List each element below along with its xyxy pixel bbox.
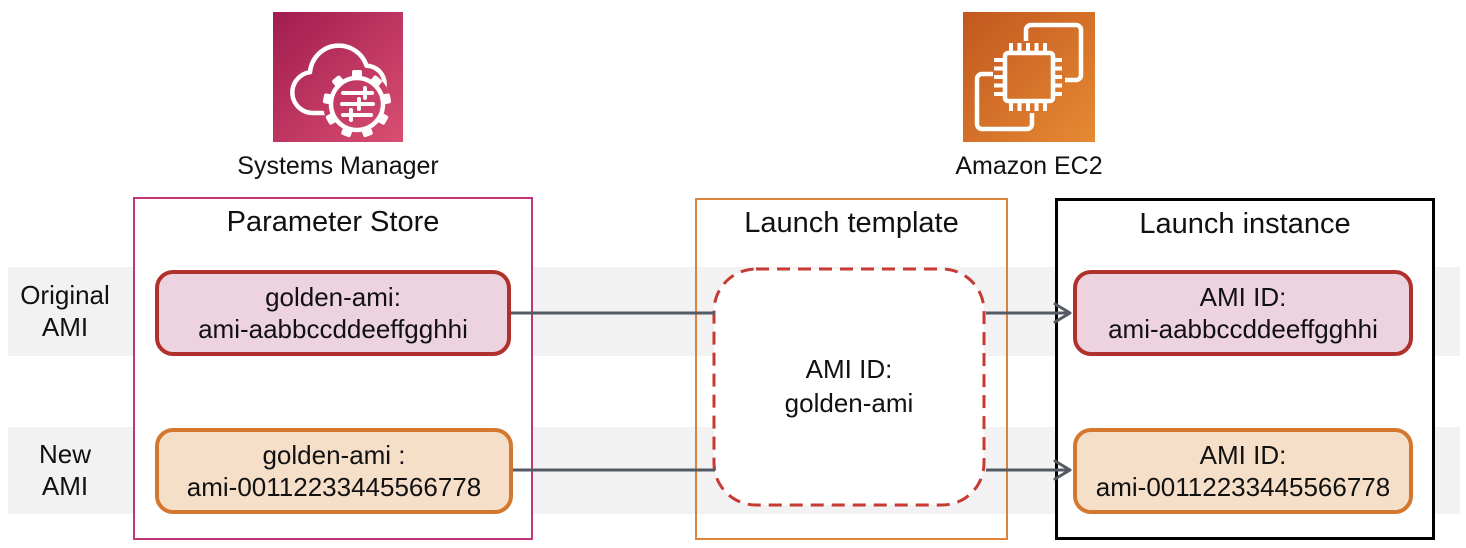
parameter-original-ami-line1: golden-ami: [265,281,401,312]
ec2-icon [963,12,1095,142]
parameter-original-ami-pill: golden-ami: ami-aabbccddeeffgghhi [155,270,511,356]
systems-manager-label: Systems Manager [237,152,439,180]
instance-new-ami-pill: AMI ID: ami-00112233445566778 [1073,428,1413,514]
row-label-original-line2: AMI [41,311,89,342]
parameter-store-title: Parameter Store [226,206,440,238]
instance-new-ami-line2: ami-00112233445566778 [1095,472,1391,502]
instance-new-ami-line1: AMI ID: [1199,439,1287,470]
launch-template-ami-ref-box: AMI ID: golden-ami [712,267,986,507]
launch-template-box: Launch template [695,198,1008,540]
parameter-original-ami-line2: ami-aabbccddeeffgghhi [198,314,468,344]
parameter-new-ami-line1: golden-ami : [262,439,406,470]
launch-template-title: Launch template [744,207,959,239]
instance-original-ami-line1: AMI ID: [1199,281,1287,312]
parameter-new-ami-pill: golden-ami : ami-00112233445566778 [155,428,513,514]
row-label-new: New AMI [8,427,122,514]
template-ami-line1: AMI ID: [805,354,893,385]
parameter-new-ami-line2: ami-00112233445566778 [186,472,482,502]
row-label-original: Original AMI [8,267,122,356]
template-ami-line2: golden-ami [784,388,914,418]
row-label-new-line1: New [38,439,91,470]
amazon-ec2-label: Amazon EC2 [955,152,1103,180]
instance-original-ami-pill: AMI ID: ami-aabbccddeeffgghhi [1073,270,1413,356]
row-label-new-line2: AMI [41,470,89,501]
row-label-original-line1: Original [20,280,110,311]
systems-manager-icon [273,12,403,142]
launch-instance-title: Launch instance [1139,208,1351,240]
instance-original-ami-line2: ami-aabbccddeeffgghhi [1108,314,1378,344]
